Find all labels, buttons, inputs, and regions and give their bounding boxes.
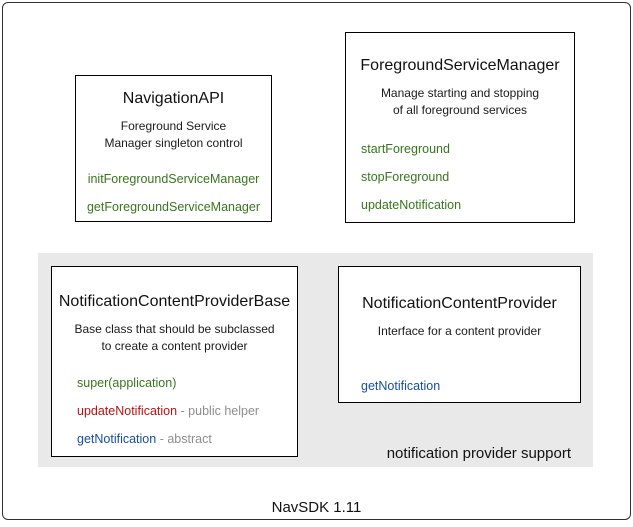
method-annotation: - public helper — [177, 404, 260, 418]
box-description-line: Foreground Service — [120, 119, 227, 133]
box-description-line: Base class that should be subclassed — [74, 322, 275, 336]
box-notification-content-provider-base: NotificationContentProviderBase Base cla… — [51, 266, 298, 457]
method-list: getNotification — [339, 379, 580, 394]
method-name: getNotification — [77, 432, 157, 446]
method-item: updateNotification - public helper — [77, 404, 297, 419]
method-name: initForegroundServiceManager — [87, 172, 260, 186]
method-name: super(application) — [77, 376, 177, 390]
box-description: Manage starting and stopping of all fore… — [346, 85, 574, 119]
box-description-line: to create a content provider — [101, 339, 248, 353]
method-name: getNotification — [361, 379, 441, 393]
method-list: initForegroundServiceManager getForegrou… — [76, 172, 271, 215]
method-name: getForegroundServiceManager — [86, 200, 261, 214]
method-item: super(application) — [77, 376, 297, 391]
method-item: initForegroundServiceManager — [76, 172, 271, 187]
box-title: NotificationContentProviderBase — [58, 293, 291, 310]
box-description-line: Interface for a content provider — [377, 324, 542, 338]
box-navigation-api: NavigationAPI Foreground Service Manager… — [75, 75, 272, 222]
box-description: Interface for a content provider — [339, 323, 580, 340]
method-name: stopForeground — [361, 170, 450, 184]
method-name: updateNotification — [77, 404, 178, 418]
box-description-line: Manage starting and stopping — [380, 86, 540, 100]
box-title: NavigationAPI — [122, 90, 225, 107]
box-description-line: of all foreground services — [392, 103, 528, 117]
box-title: NotificationContentProvider — [362, 295, 557, 312]
method-list: super(application) updateNotification - … — [52, 376, 297, 447]
box-description: Foreground Service Manager singleton con… — [76, 118, 271, 152]
method-item: startForeground — [361, 142, 574, 157]
box-notification-content-provider: NotificationContentProvider Interface fo… — [338, 266, 581, 403]
box-description-line: Manager singleton control — [104, 136, 243, 150]
method-item: getForegroundServiceManager — [76, 200, 271, 215]
method-name: updateNotification — [361, 198, 462, 212]
method-item: getNotification - abstract — [77, 432, 297, 447]
box-description: Base class that should be subclassed to … — [52, 321, 297, 355]
method-item: getNotification — [361, 379, 580, 394]
box-title: ForegroundServiceManager — [360, 57, 560, 74]
method-item: stopForeground — [361, 170, 574, 185]
box-foreground-service-manager: ForegroundServiceManager Manage starting… — [345, 32, 575, 223]
method-item: updateNotification — [361, 198, 574, 213]
group-label: notification provider support — [386, 445, 571, 462]
method-name: startForeground — [361, 142, 450, 156]
method-list: startForeground stopForeground updateNot… — [346, 142, 574, 213]
method-annotation: - abstract — [156, 432, 212, 446]
diagram-caption: NavSDK 1.11 — [271, 499, 362, 516]
